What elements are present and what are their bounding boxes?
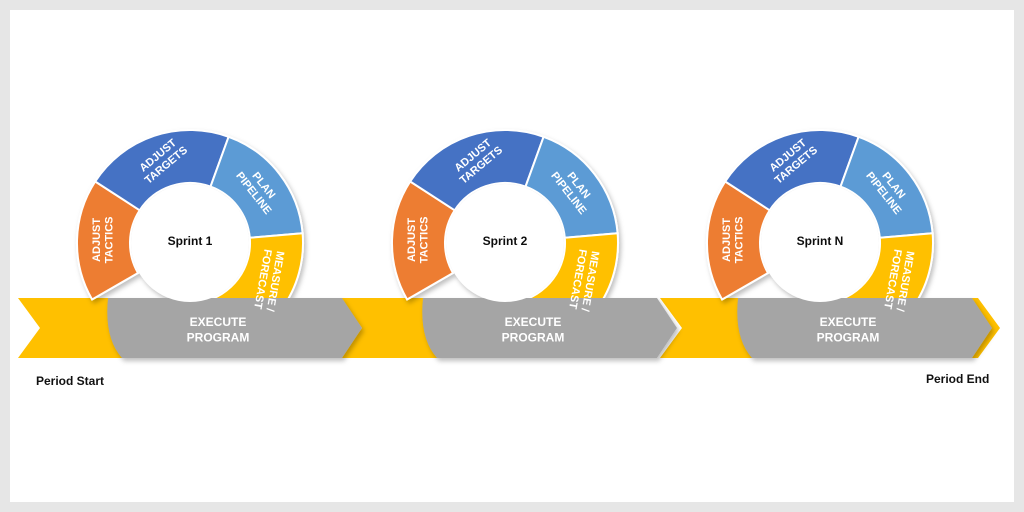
sprint-name: Sprint N: [797, 234, 844, 248]
cycle-center: [446, 184, 564, 302]
adjust-targets-segment: [723, 129, 860, 212]
adjust-targets-segment: [93, 129, 230, 212]
execute-program-arrow: [737, 298, 992, 358]
sprint-name: Sprint 2: [483, 234, 528, 248]
sprint-name: Sprint 1: [168, 234, 213, 248]
adjust-tactics-label: ADJUSTTACTICS: [406, 216, 431, 263]
cycle-center: [761, 184, 879, 302]
execute-program-arrow: [422, 298, 677, 358]
adjust-tactics-label: ADJUSTTACTICS: [91, 216, 116, 263]
adjust-targets-segment: [408, 129, 545, 212]
period-end-label: Period End: [926, 372, 990, 386]
execute-program-arrow: [107, 298, 362, 358]
adjust-tactics-label: ADJUSTTACTICS: [721, 216, 746, 263]
period-start-label: Period Start: [36, 374, 105, 388]
cycle-center: [131, 184, 249, 302]
